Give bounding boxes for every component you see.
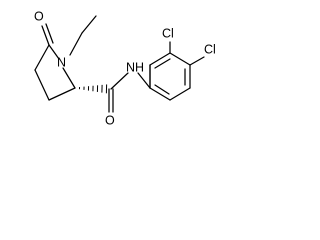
bond-c2-c3 — [48, 87, 76, 101]
bond-ch2-ch3 — [81, 15, 97, 34]
label-ring-nitrogen: N — [57, 55, 66, 69]
ethyl-group — [69, 15, 97, 56]
bond-c5-n1 — [48, 44, 60, 60]
bond-c3-c4 — [34, 69, 50, 101]
bond-c4-c5 — [34, 44, 50, 71]
label-amide-nh: NH — [126, 60, 144, 74]
label-chlorine-right: Cl — [204, 42, 216, 56]
bond-n-ch2 — [137, 72, 151, 89]
atom-labels: O N O NH Cl Cl — [34, 9, 216, 127]
ring-carbonyl-bond — [41, 23, 54, 46]
bond-n1-c2 — [62, 67, 76, 89]
bond-n1-ch2 — [69, 32, 83, 56]
bond-amide-c-n — [110, 72, 129, 90]
stereo-hashed-wedge — [78, 84, 108, 94]
label-amide-oxygen: O — [105, 113, 115, 127]
label-ring-carbonyl-oxygen: O — [34, 9, 44, 23]
label-chlorine-upper: Cl — [162, 26, 174, 40]
chloro-bonds — [169, 41, 205, 66]
pyrrolidinone-ring — [34, 44, 76, 101]
amide-group — [108, 64, 151, 113]
structure-diagram: O N O NH Cl Cl — [34, 9, 216, 127]
benzene-ring — [149, 52, 191, 101]
